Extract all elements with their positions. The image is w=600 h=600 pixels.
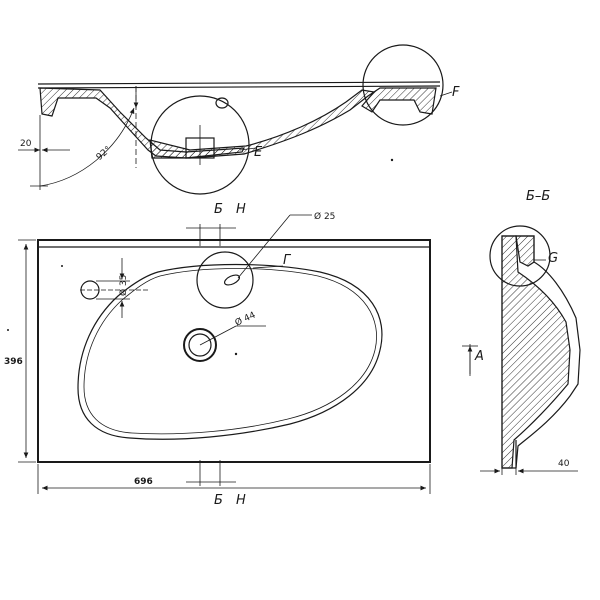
- section-outer-profile: [501, 235, 581, 469]
- sink-outline: [37, 239, 431, 463]
- angle-arc: [39, 107, 135, 187]
- dim-tap-hole: Ø 35: [118, 275, 129, 296]
- detail-circle-e: [150, 95, 250, 195]
- dim-angle: 92°: [95, 145, 114, 163]
- overflow-hole-plan: [223, 274, 241, 286]
- section-title: Б–Б: [526, 189, 550, 204]
- cut-label-b-top: Б: [214, 202, 223, 217]
- dim-side-offset: 20: [20, 139, 32, 149]
- rim-top-line: [37, 81, 441, 85]
- overflow-leader: [237, 214, 291, 279]
- cut-label-b-bottom: Б: [214, 493, 223, 508]
- dim-overflow: Ø 25: [314, 211, 335, 222]
- label-gamma: Г: [283, 253, 292, 268]
- label-g: G: [548, 251, 558, 266]
- section-wall-hatch: [501, 235, 571, 469]
- detail-circle-f: [362, 44, 444, 126]
- plan-view: Ø 25 Г Ø 44 Ø 35 Б Н Б Н 396: [4, 202, 484, 508]
- basin-wall-section: [149, 89, 376, 159]
- dim-section-depth: 40: [558, 459, 570, 469]
- drain-outer: [183, 328, 217, 362]
- detail-circle-g: [489, 225, 551, 287]
- cut-label-h-top: Н: [236, 202, 246, 217]
- left-wall-section: [39, 87, 246, 159]
- right-wall-section: [361, 87, 437, 115]
- bowl-inner-contour: [83, 268, 377, 435]
- detail-circle-gamma: [196, 251, 254, 309]
- section-rim-hatch: [515, 235, 535, 267]
- label-f: F: [452, 85, 460, 100]
- longitudinal-section-view: F E 20 92°: [18, 44, 460, 195]
- cut-label-h-bottom: Н: [236, 493, 246, 508]
- drain-inner: [188, 333, 212, 357]
- dim-width: 696: [134, 477, 153, 487]
- label-view-a: А: [474, 349, 484, 364]
- bowl-contour: [77, 263, 383, 440]
- overflow-hole-section: [215, 97, 229, 109]
- rim-inner-line: [37, 85, 441, 89]
- label-e: E: [254, 145, 263, 160]
- cross-section-b-b: Б–Б G 40: [480, 189, 581, 475]
- dim-height: 396: [4, 357, 23, 367]
